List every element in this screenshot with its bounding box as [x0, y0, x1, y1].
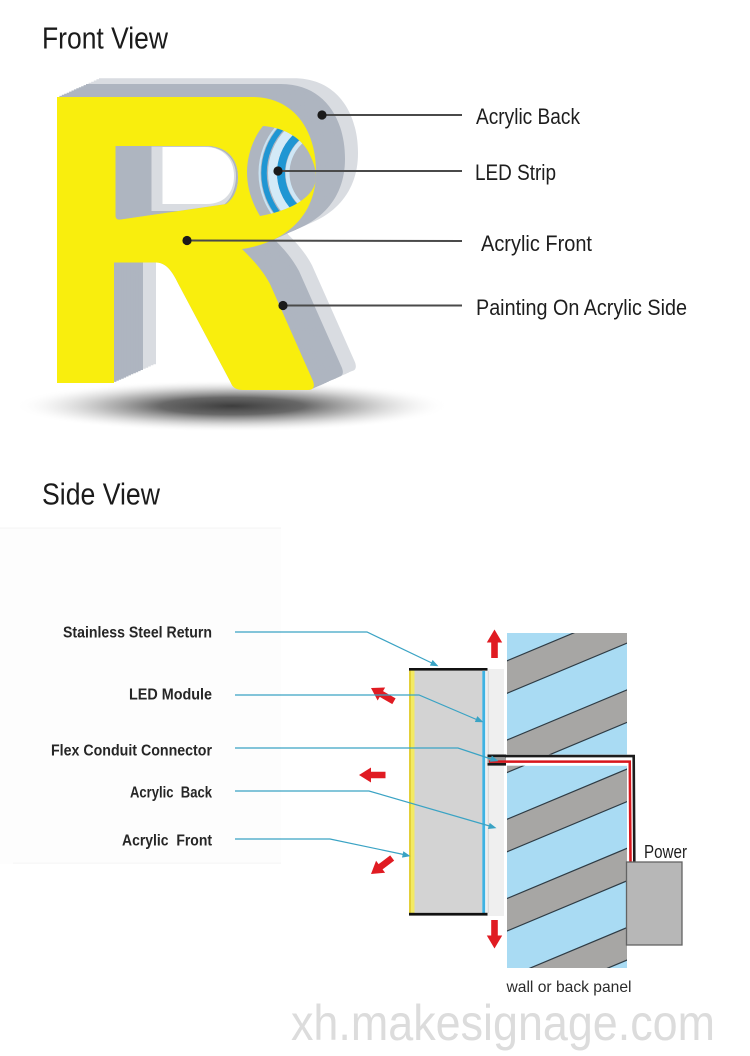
svg-text:Acrylic Front: Acrylic Front	[481, 231, 592, 256]
svg-text:Acrylic Back: Acrylic Back	[476, 104, 581, 129]
svg-text:xh.makesignage.com: xh.makesignage.com	[291, 995, 715, 1051]
svg-text:Painting On Acrylic Side: Painting On Acrylic Side	[476, 295, 687, 320]
svg-text:wall or back panel: wall or back panel	[506, 979, 632, 996]
svg-text:LED Module: LED Module	[129, 687, 212, 704]
svg-text:Flex Conduit Connector: Flex Conduit Connector	[51, 743, 212, 760]
svg-text:Stainless Steel Return: Stainless Steel Return	[63, 625, 212, 642]
svg-text:LED Strip: LED Strip	[475, 160, 556, 185]
svg-text:Acrylic Front: Acrylic Front	[122, 833, 213, 850]
svg-text:Acrylic Back: Acrylic Back	[130, 785, 212, 802]
svg-text:Power: Power	[644, 842, 687, 862]
svg-text:Side View: Side View	[42, 477, 161, 512]
svg-text:Front View: Front View	[42, 21, 169, 56]
